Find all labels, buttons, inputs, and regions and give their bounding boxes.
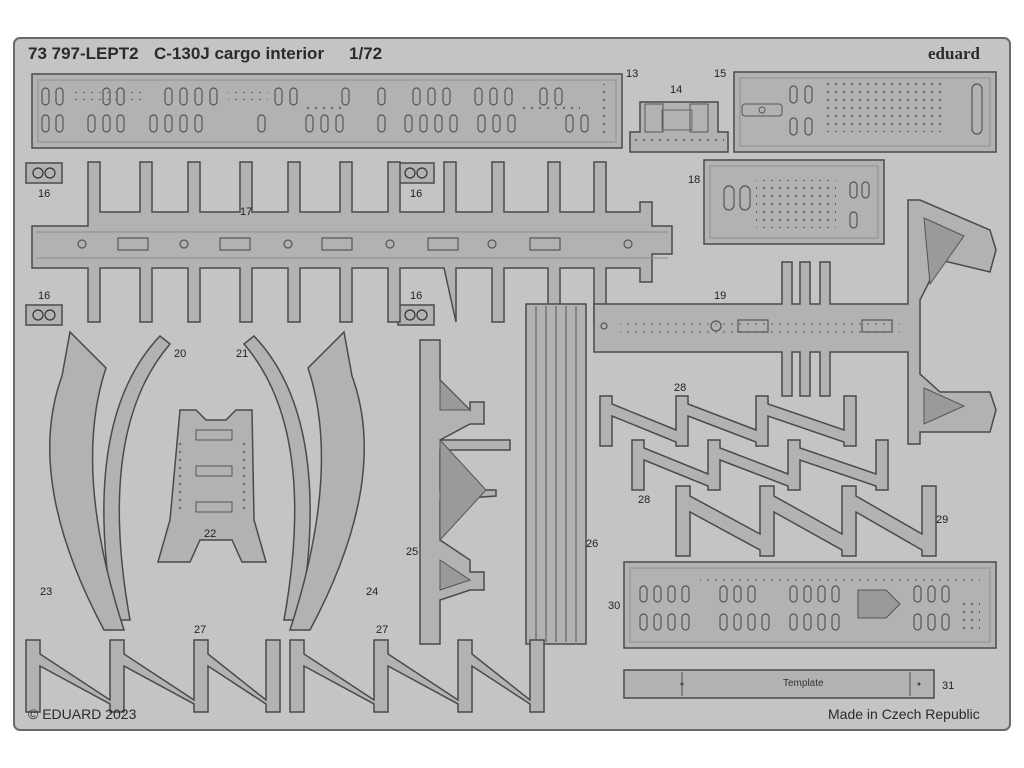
part-label-28b: 28 — [638, 494, 651, 506]
part-25 — [419, 339, 511, 645]
origin-text: Made in Czech Republic — [828, 706, 980, 722]
part-label-31: 31 — [942, 680, 955, 692]
kit-title: C-130J cargo interior — [154, 44, 325, 63]
part-label-27b: 27 — [376, 624, 389, 636]
part-23 — [49, 330, 126, 631]
part-label-23: 23 — [40, 586, 53, 598]
part-15 — [733, 71, 997, 153]
copyright-text: © EDUARD 2023 — [28, 706, 137, 722]
part-label-28a: 28 — [674, 382, 687, 394]
part-label-15: 15 — [714, 68, 727, 80]
kit-code: 73 797-LEPT2 — [28, 44, 139, 63]
part-31 — [623, 669, 935, 699]
part-label-20: 20 — [174, 348, 187, 360]
part-label-13: 13 — [626, 68, 639, 80]
part-28 — [599, 395, 889, 491]
part-26 — [525, 303, 587, 645]
part-22 — [157, 409, 267, 563]
part-label-16a: 16 — [38, 188, 51, 200]
part-label-18: 18 — [688, 174, 701, 186]
part-label-14: 14 — [670, 84, 683, 96]
part-label-19: 19 — [714, 290, 727, 302]
part-13 — [31, 73, 623, 149]
part-16-tabs — [25, 162, 435, 326]
part-label-26: 26 — [586, 538, 599, 550]
part-label-29: 29 — [936, 514, 949, 526]
brand-logo: eduard — [928, 44, 980, 63]
part-14 — [629, 101, 729, 153]
part-label-22: 22 — [204, 528, 217, 540]
part-21 — [242, 334, 311, 621]
part-label-25: 25 — [406, 546, 419, 558]
part-27 — [25, 639, 545, 713]
part-24 — [288, 330, 365, 631]
kit-scale: 1/72 — [349, 44, 383, 63]
template-label: Template — [783, 678, 824, 689]
part-label-16d: 16 — [410, 290, 423, 302]
part-17 — [31, 161, 673, 323]
part-label-24: 24 — [366, 586, 379, 598]
part-30 — [623, 561, 997, 649]
part-29 — [675, 485, 937, 557]
part-label-30: 30 — [608, 600, 621, 612]
part-label-16c: 16 — [38, 290, 51, 302]
part-18 — [703, 159, 885, 245]
part-label-21: 21 — [236, 348, 249, 360]
part-label-16b: 16 — [410, 188, 423, 200]
part-label-27a: 27 — [194, 624, 207, 636]
part-19 — [593, 199, 997, 445]
part-20 — [103, 334, 172, 621]
part-label-17: 17 — [240, 206, 253, 218]
